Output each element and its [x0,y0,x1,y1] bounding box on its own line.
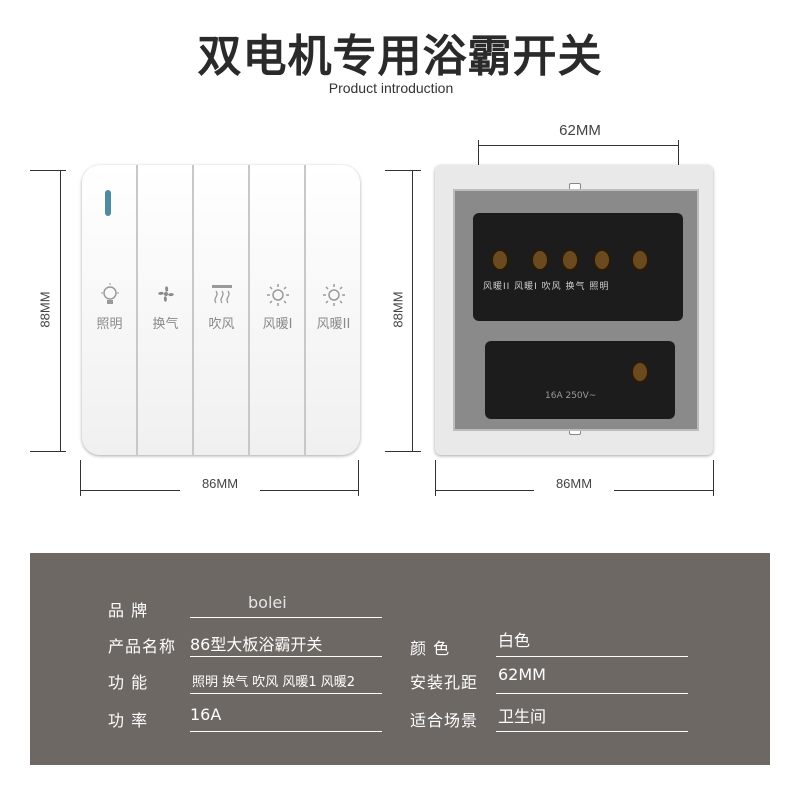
back-width-label: 86MM [534,476,614,491]
front-width-cap-left [80,460,81,496]
terminal-screw [531,249,549,271]
bulb-icon [82,283,137,312]
brand-value: bolei [248,593,287,612]
indicator-light [105,190,111,216]
key-heat-2[interactable]: 风暖II [306,165,360,455]
front-height-cap-top [30,170,66,171]
rating-label: 16A 250V~ [545,391,597,401]
page-subtitle: Product introduction [328,80,454,96]
back-width-cap-left [435,460,436,496]
back-height-label: 88MM [390,291,406,328]
scene-label: 适合场景 [410,711,479,730]
fan-icon [138,283,193,310]
key-divider [136,165,138,455]
terminal-screw [491,249,509,271]
key-blower[interactable]: 吹风 [194,165,249,455]
hole-value: 62MM [498,665,546,684]
underline [190,731,382,732]
hole-distance-label: 62MM [559,122,601,139]
hole-distance-line [478,145,678,146]
underline [190,617,382,618]
power-label: 功 率 [108,711,149,730]
underline [190,656,382,657]
color-value: 白色 [498,631,531,650]
switch-body-lower [485,341,675,419]
heat-blower-icon [194,283,249,310]
underline [496,693,688,694]
back-height-cap-top [385,170,421,171]
terminal-screw [561,249,579,271]
scene-value: 卫生间 [498,707,547,726]
front-height-line [60,170,61,452]
key-label-ventilation: 换气 [152,317,179,332]
brand-label: 品 牌 [108,601,149,620]
key-label-heat-1: 风暖I [262,317,293,332]
color-label: 颜 色 [410,639,451,658]
key-lighting[interactable]: 照明 [82,165,137,455]
underline [190,693,382,694]
function-value: 照明 换气 吹风 风暖1 风暖2 [192,675,356,690]
function-label: 功 能 [108,673,149,692]
front-width-label: 86MM [180,476,260,491]
back-width-cap-right [713,460,714,496]
terminal-screw [593,249,611,271]
sun-icon [250,283,305,312]
hole-label: 安装孔距 [410,673,479,692]
sun-icon [306,283,360,312]
key-heat-1[interactable]: 风暖I [250,165,305,455]
mounting-plate: 风暖II 风暖I 吹风 换气 照明 16A 250V~ [453,189,699,431]
terminal-screw [631,249,649,271]
front-height-label: 88MM [37,291,53,328]
switch-back-panel: 风暖II 风暖I 吹风 换气 照明 16A 250V~ [435,165,713,455]
page-title: 双电机专用浴霸开关 [197,31,603,82]
terminal-screw [631,361,649,383]
key-label-blower: 吹风 [208,317,235,332]
back-height-cap-bottom [385,451,421,452]
key-divider [192,165,194,455]
key-divider [248,165,250,455]
switch-front-panel: 照明 换气 吹风 风暖I 风暖II [82,165,360,455]
name-value: 86型大板浴霸开关 [190,635,323,654]
switch-body-upper [473,213,683,321]
underline [496,656,688,657]
power-value: 16A [190,705,222,724]
name-label: 产品名称 [108,637,177,656]
terminal-labels: 风暖II 风暖I 吹风 换气 照明 [483,282,610,292]
key-divider [304,165,306,455]
spec-table: 品 牌 bolei 产品名称 86型大板浴霸开关 功 能 照明 换气 吹风 风暖… [30,553,770,765]
key-label-heat-2: 风暖II [316,317,351,332]
key-ventilation[interactable]: 换气 [138,165,193,455]
back-height-line [412,170,413,452]
front-width-cap-right [358,460,359,496]
underline [496,731,688,732]
front-height-cap-bottom [30,451,66,452]
key-label-lighting: 照明 [96,317,123,332]
